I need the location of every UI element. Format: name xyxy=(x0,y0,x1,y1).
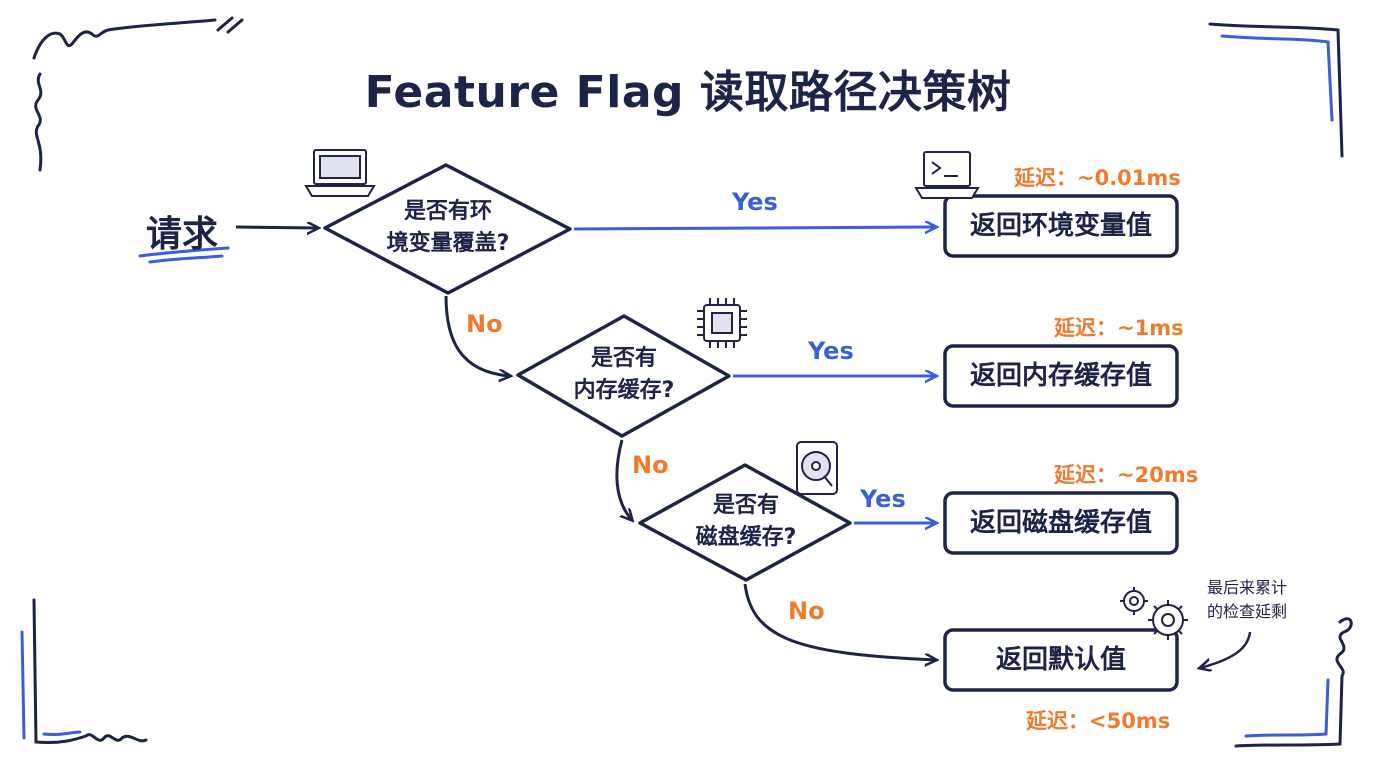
result-text-default: 返回默认值 xyxy=(995,645,1126,675)
result-text-disk: 返回磁盘缓存值 xyxy=(969,508,1152,538)
decision-diamond-memory xyxy=(516,314,731,438)
decision-memory-line1: 是否有 xyxy=(590,346,657,371)
start-arrow xyxy=(235,227,318,228)
yes-label-env: Yes xyxy=(732,188,778,216)
no-arrow-memory xyxy=(615,439,632,520)
latency-memory: 延迟：~1ms xyxy=(1054,316,1184,340)
decision-memory-line2: 内存缓存? xyxy=(573,378,675,403)
result-text-memory: 返回内存缓存值 xyxy=(969,361,1152,391)
start-underline xyxy=(138,246,230,264)
latency-disk: 延迟：~20ms xyxy=(1054,463,1199,487)
result-box-memory xyxy=(943,344,1179,408)
yes-label-memory: Yes xyxy=(808,337,854,365)
decision-diamond-env xyxy=(323,163,572,295)
yes-arrow-env xyxy=(573,227,936,229)
side-note-line2: 的检查延剩 xyxy=(1207,602,1288,621)
decision-text-disk: 是否有 磁盘缓存? xyxy=(666,490,826,554)
decision-disk-line1: 是否有 xyxy=(712,493,779,518)
no-label-disk: No xyxy=(788,597,825,625)
side-note-line1: 最后来累计 xyxy=(1207,578,1288,597)
decision-env-line1: 是否有环 xyxy=(403,199,492,224)
latency-default: 延迟：<50ms xyxy=(1026,709,1171,733)
no-arrow-env xyxy=(444,295,510,376)
laptop-icon xyxy=(304,149,376,197)
decision-text-memory: 是否有 内存缓存? xyxy=(544,343,704,407)
decision-diamond-disk xyxy=(638,463,852,582)
corner-decoration-top-right xyxy=(1208,22,1344,158)
result-text-env: 返回环境变量值 xyxy=(969,211,1152,241)
no-arrow-disk xyxy=(743,583,936,660)
decision-disk-line2: 磁盘缓存? xyxy=(695,525,797,550)
decision-text-env: 是否有环 境变量覆盖? xyxy=(366,196,530,260)
start-label: 请求 xyxy=(146,214,219,255)
result-box-default xyxy=(943,628,1179,692)
chip-icon xyxy=(697,298,747,348)
result-box-env xyxy=(943,194,1179,258)
decision-env-line2: 境变量覆盖? xyxy=(386,231,510,256)
side-note: 最后来累计 的检查延剩 xyxy=(1207,576,1317,624)
latency-env: 延迟：~0.01ms xyxy=(1014,166,1181,190)
hard-disk-icon xyxy=(796,441,838,495)
result-box-disk xyxy=(943,491,1179,555)
corner-decoration-bottom-left xyxy=(20,598,148,744)
note-arrow xyxy=(1200,631,1252,668)
corner-decoration-top-left xyxy=(32,16,244,172)
corner-decoration-bottom-right xyxy=(1234,617,1353,748)
yes-label-disk: Yes xyxy=(860,485,906,513)
no-label-memory: No xyxy=(632,451,669,479)
diagram-title: Feature Flag 读取路径决策树 xyxy=(364,67,1012,118)
no-label-env: No xyxy=(466,310,503,338)
terminal-laptop-icon xyxy=(914,151,980,199)
gears-icon xyxy=(1120,587,1188,640)
